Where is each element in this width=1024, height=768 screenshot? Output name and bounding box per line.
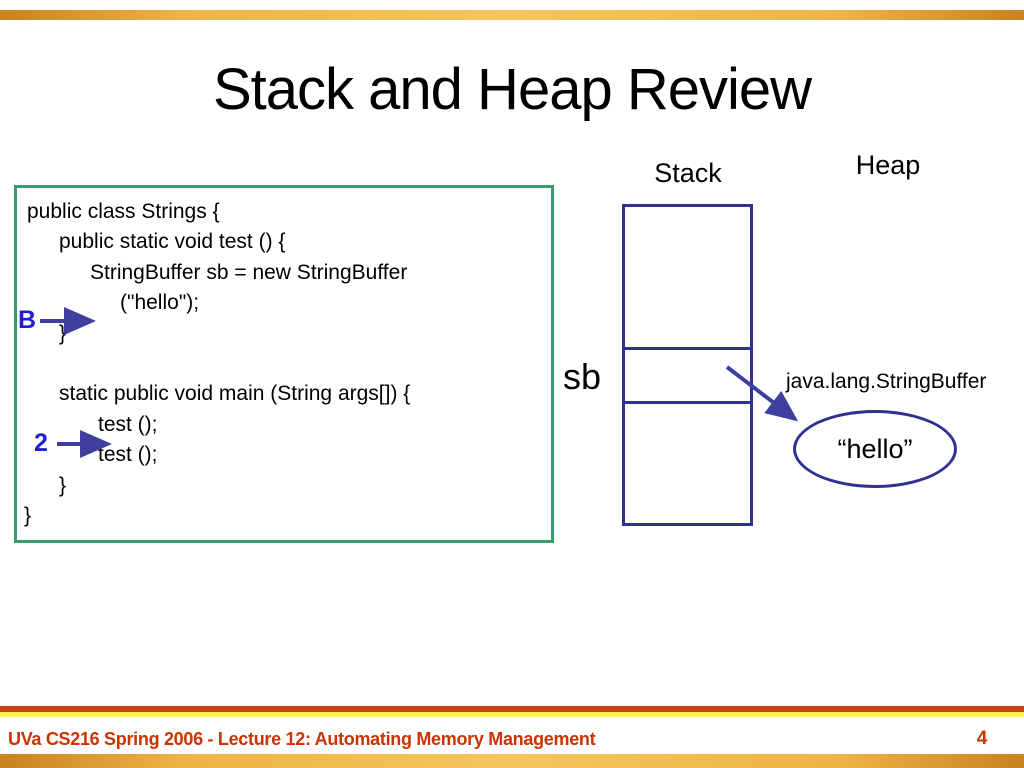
annotation-b-label: B [18, 306, 37, 334]
top-accent-bar [0, 10, 1024, 20]
code-line: test (); [98, 412, 158, 436]
stack-frame-cell [625, 207, 750, 350]
code-line: test (); [98, 443, 158, 467]
annotation-2-label: 2 [34, 429, 48, 457]
code-line: StringBuffer sb = new StringBuffer [90, 260, 408, 284]
code-line: public static void test () { [59, 230, 286, 254]
code-line: } [59, 473, 67, 497]
stringbuffer-type-label: java.lang.StringBuffer [786, 370, 987, 393]
heap-heading: Heap [855, 150, 921, 180]
page-title: Stack and Heap Review [213, 57, 812, 122]
code-line [17, 349, 551, 379]
page-number: 4 [976, 728, 988, 749]
footer-text: UVa CS216 Spring 2006 - Lecture 12: Auto… [8, 729, 596, 749]
stack-heading: Stack [654, 158, 722, 188]
code-listing: public class Strings { public static voi… [17, 188, 551, 531]
code-line: } [24, 503, 32, 527]
code-line: ("hello"); [120, 291, 200, 315]
heap-object-value: “hello” [837, 433, 913, 464]
code-line: public class Strings { [27, 200, 220, 223]
stack-frame-cell [625, 404, 750, 523]
footer-divider-red [0, 706, 1024, 712]
heap-object-ellipse: “hello” [793, 410, 957, 488]
bottom-accent-bar [0, 754, 1024, 768]
code-line: } [59, 321, 67, 345]
stack-diagram [622, 204, 753, 526]
sb-variable-label: sb [563, 356, 602, 397]
code-line: static public void main (String args[]) … [59, 382, 411, 406]
stack-frame-cell-sb [625, 350, 750, 404]
code-box: public class Strings { public static voi… [14, 185, 554, 543]
footer-divider-yellow [0, 712, 1024, 717]
